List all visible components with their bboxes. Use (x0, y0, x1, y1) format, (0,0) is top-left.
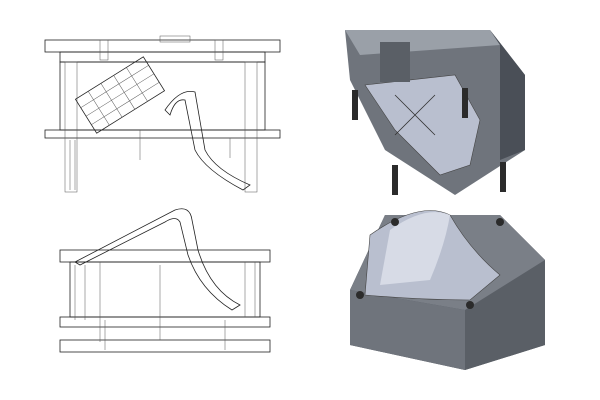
guide-bushing (356, 291, 364, 299)
guide-pin (392, 165, 398, 195)
mold-3d-top-half (345, 30, 525, 195)
guide-bushing (391, 218, 399, 226)
guide-pin (462, 88, 468, 118)
guide-pin (352, 90, 358, 120)
guide-bushing (466, 301, 474, 309)
mold-section-closed-view (59, 208, 271, 353)
guide-pin (500, 162, 506, 192)
guide-bushing (496, 218, 504, 226)
mold-3d-bottom-half (350, 210, 545, 370)
mold-section-open-view (44, 35, 281, 193)
